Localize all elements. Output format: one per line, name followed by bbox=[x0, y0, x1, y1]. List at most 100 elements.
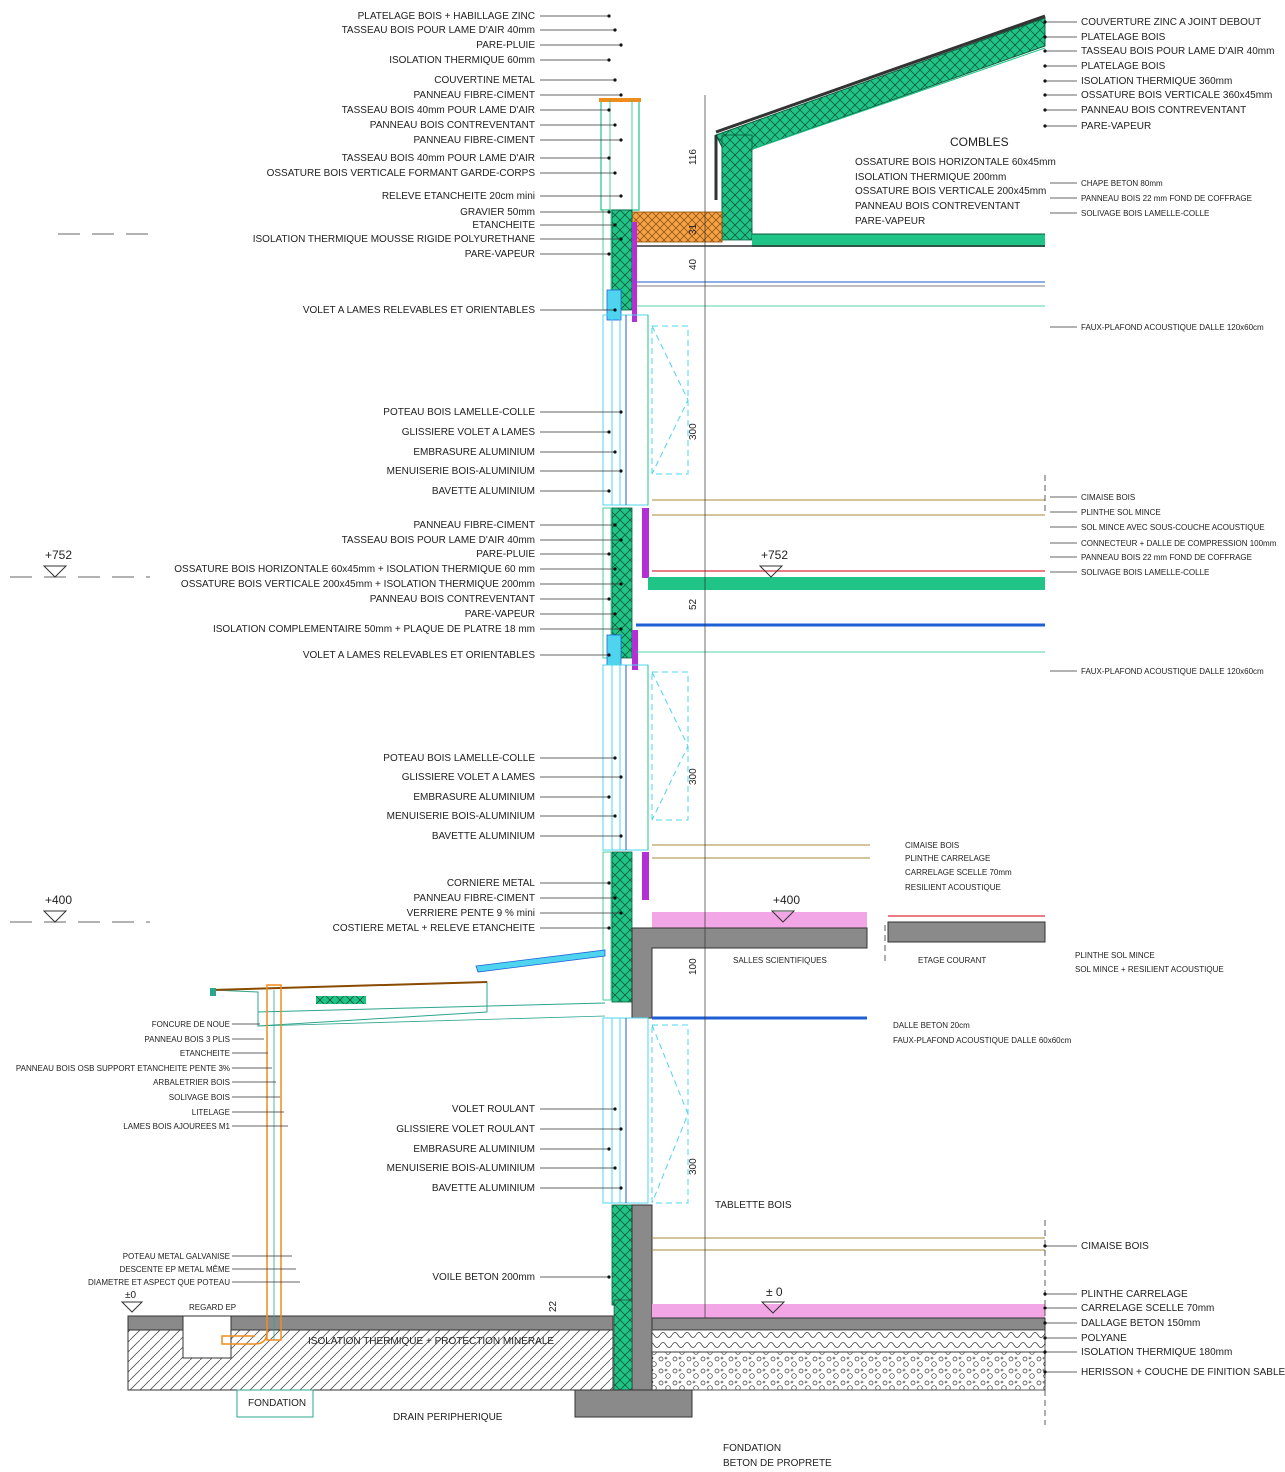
label-right-9: PLINTHE CARRELAGE bbox=[1081, 1289, 1188, 1300]
leader-dot-right-3 bbox=[1043, 64, 1047, 68]
label-right-small-8: PANNEAU BOIS 22 mm FOND DE COFFRAGE bbox=[1081, 553, 1252, 562]
leader-dot-right-12 bbox=[1043, 1336, 1047, 1340]
label-middle-14: FONDATION bbox=[723, 1443, 781, 1454]
leader-dot-left-43 bbox=[613, 1166, 617, 1170]
terrace-insulation bbox=[631, 211, 723, 243]
label-middle-2: OSSATURE BOIS VERTICALE 200x45mm bbox=[855, 186, 1046, 197]
leader-dot-left-29 bbox=[619, 627, 623, 631]
label-left-43: MENUISERIE BOIS-ALUMINIUM bbox=[387, 1163, 535, 1174]
label-canopy-9: DESCENTE EP METAL MÊME bbox=[119, 1265, 230, 1274]
label-left-17: POTEAU BOIS LAMELLE-COLLE bbox=[383, 407, 535, 418]
label-left-7: PANNEAU BOIS CONTREVENTANT bbox=[370, 120, 535, 131]
label-right-small-6: SOL MINCE AVEC SOUS-COUCHE ACOUSTIQUE bbox=[1081, 523, 1265, 532]
leader-dot-left-4 bbox=[613, 78, 617, 82]
svg-text:+752: +752 bbox=[45, 548, 72, 562]
level-marker-0-right: ± 0 bbox=[760, 1285, 786, 1314]
leader-dot-left-7 bbox=[613, 123, 617, 127]
leader-dot-right-9 bbox=[1043, 1292, 1047, 1296]
room-salles: SALLES SCIENTIFIQUES bbox=[733, 956, 827, 965]
label-right-small-0: CHAPE BETON 80mm bbox=[1081, 179, 1163, 188]
label-left-20: MENUISERIE BOIS-ALUMINIUM bbox=[387, 466, 535, 477]
label-left-33: EMBRASURE ALUMINIUM bbox=[413, 792, 535, 803]
leader-dot-left-34 bbox=[613, 814, 617, 818]
leader-dot-left-20 bbox=[619, 469, 623, 473]
svg-text:+400: +400 bbox=[45, 893, 72, 907]
label-right-small-3: FAUX-PLAFOND ACOUSTIQUE DALLE 120x60cm bbox=[1081, 323, 1264, 332]
label-left-4: COUVERTINE METAL bbox=[434, 75, 535, 86]
parapet bbox=[600, 99, 640, 211]
label-right-14: HERISSON + COUCHE DE FINITION SABLE bbox=[1081, 1367, 1285, 1378]
leader-dot-left-33 bbox=[607, 795, 611, 799]
leader-dot-left-25 bbox=[613, 567, 617, 571]
label-middle-11: DALLE BETON 20cm bbox=[893, 1021, 970, 1030]
label-left-15: PARE-VAPEUR bbox=[465, 249, 535, 260]
leader-dot-right-6 bbox=[1043, 108, 1047, 112]
leader-dot-left-16 bbox=[613, 308, 617, 312]
ground-wall bbox=[611, 1204, 633, 1306]
leader-dot-left-17 bbox=[619, 410, 623, 414]
label-left-39: COSTIERE METAL + RELEVE ETANCHEITE bbox=[333, 923, 536, 934]
leader-dot-left-45 bbox=[607, 1275, 611, 1279]
leader-dot-left-35 bbox=[619, 834, 623, 838]
label-left-27: PANNEAU BOIS CONTREVENTANT bbox=[370, 594, 535, 605]
label-right-13: ISOLATION THERMIQUE 180mm bbox=[1081, 1347, 1232, 1358]
label-left-9: TASSEAU BOIS 40mm POUR LAME D'AIR bbox=[342, 153, 535, 164]
label-left-31: POTEAU BOIS LAMELLE-COLLE bbox=[383, 753, 535, 764]
window-upper bbox=[602, 314, 689, 506]
label-left-1: TASSEAU BOIS POUR LAME D'AIR 40mm bbox=[342, 25, 535, 36]
dim-52: 52 bbox=[688, 598, 699, 610]
leader-dot-left-21 bbox=[607, 489, 611, 493]
leader-dot-right-14 bbox=[1043, 1370, 1047, 1374]
leader-dot-left-10 bbox=[613, 171, 617, 175]
level-marker-0-left: ±0 bbox=[120, 1290, 144, 1313]
floor-400-slab bbox=[631, 927, 868, 1019]
label-right-7: PARE-VAPEUR bbox=[1081, 121, 1151, 132]
label-right-small-7: CONNECTEUR + DALLE DE COMPRESSION 100mm bbox=[1081, 539, 1277, 548]
leader-dot-left-2 bbox=[619, 43, 623, 47]
leader-dot-left-26 bbox=[619, 582, 623, 586]
leader-dot-right-13 bbox=[1043, 1350, 1047, 1354]
label-middle-1: ISOLATION THERMIQUE 200mm bbox=[855, 172, 1006, 183]
label-left-0: PLATELAGE BOIS + HABILLAGE ZINC bbox=[358, 11, 535, 22]
leader-dot-right-8 bbox=[1043, 1244, 1047, 1248]
label-canopy-5: SOLIVAGE BOIS bbox=[169, 1093, 230, 1102]
label-right-2: TASSEAU BOIS POUR LAME D'AIR 40mm bbox=[1081, 46, 1274, 57]
label-left-38: VERRIERE PENTE 9 % mini bbox=[407, 908, 535, 919]
label-middle-5: CIMAISE BOIS bbox=[905, 841, 959, 850]
label-right-5: OSSATURE BOIS VERTICALE 360x45mm bbox=[1081, 90, 1272, 101]
leader-dot-left-41 bbox=[619, 1127, 623, 1131]
leader-dot-left-28 bbox=[613, 612, 617, 616]
label-left-35: BAVETTE ALUMINIUM bbox=[432, 831, 535, 842]
label-left-29: ISOLATION COMPLEMENTAIRE 50mm + PLAQUE D… bbox=[213, 624, 535, 635]
label-left-26: OSSATURE BOIS VERTICALE 200x45mm + ISOLA… bbox=[181, 579, 535, 590]
leader-dot-left-6 bbox=[607, 108, 611, 112]
label-left-42: EMBRASURE ALUMINIUM bbox=[413, 1144, 535, 1155]
floor-752-slab bbox=[648, 577, 1045, 590]
leader-dot-left-18 bbox=[607, 430, 611, 434]
label-left-23: TASSEAU BOIS POUR LAME D'AIR 40mm bbox=[342, 535, 535, 546]
leader-dot-left-39 bbox=[607, 926, 611, 930]
label-middle-7: CARRELAGE SCELLE 70mm bbox=[905, 868, 1012, 877]
label-right-6: PANNEAU BOIS CONTREVENTANT bbox=[1081, 105, 1246, 116]
leader-dot-left-8 bbox=[619, 138, 623, 142]
leader-dot-right-11 bbox=[1043, 1321, 1047, 1325]
label-left-25: OSSATURE BOIS HORIZONTALE 60x45mm + ISOL… bbox=[174, 564, 535, 575]
leader-dot-right-1 bbox=[1043, 35, 1047, 39]
label-middle-9: PLINTHE SOL MINCE bbox=[1075, 951, 1155, 960]
leader-dot-left-37 bbox=[613, 896, 617, 900]
label-canopy-10: DIAMETRE ET ASPECT QUE POTEAU bbox=[88, 1278, 230, 1287]
label-canopy-6: LITELAGE bbox=[192, 1108, 230, 1117]
leader-dot-left-11 bbox=[619, 194, 623, 198]
label-canopy-1: PANNEAU BOIS 3 PLIS bbox=[144, 1035, 230, 1044]
label-middle-13: TABLETTE BOIS bbox=[715, 1200, 792, 1211]
label-right-small-1: PANNEAU BOIS 22 mm FOND DE COFFRAGE bbox=[1081, 194, 1252, 203]
regard-label: REGARD EP bbox=[189, 1303, 236, 1312]
svg-text:±0: ±0 bbox=[125, 1290, 136, 1301]
label-right-0: COUVERTURE ZINC A JOINT DEBOUT bbox=[1081, 17, 1261, 28]
label-middle-6: PLINTHE CARRELAGE bbox=[905, 854, 990, 863]
level-marker-400-left: +400 bbox=[42, 893, 72, 923]
leader-dot-left-15 bbox=[607, 252, 611, 256]
leader-dot-right-10 bbox=[1043, 1306, 1047, 1310]
level-marker-400-right: +400 bbox=[770, 893, 800, 923]
leader-dot-left-19 bbox=[613, 450, 617, 454]
